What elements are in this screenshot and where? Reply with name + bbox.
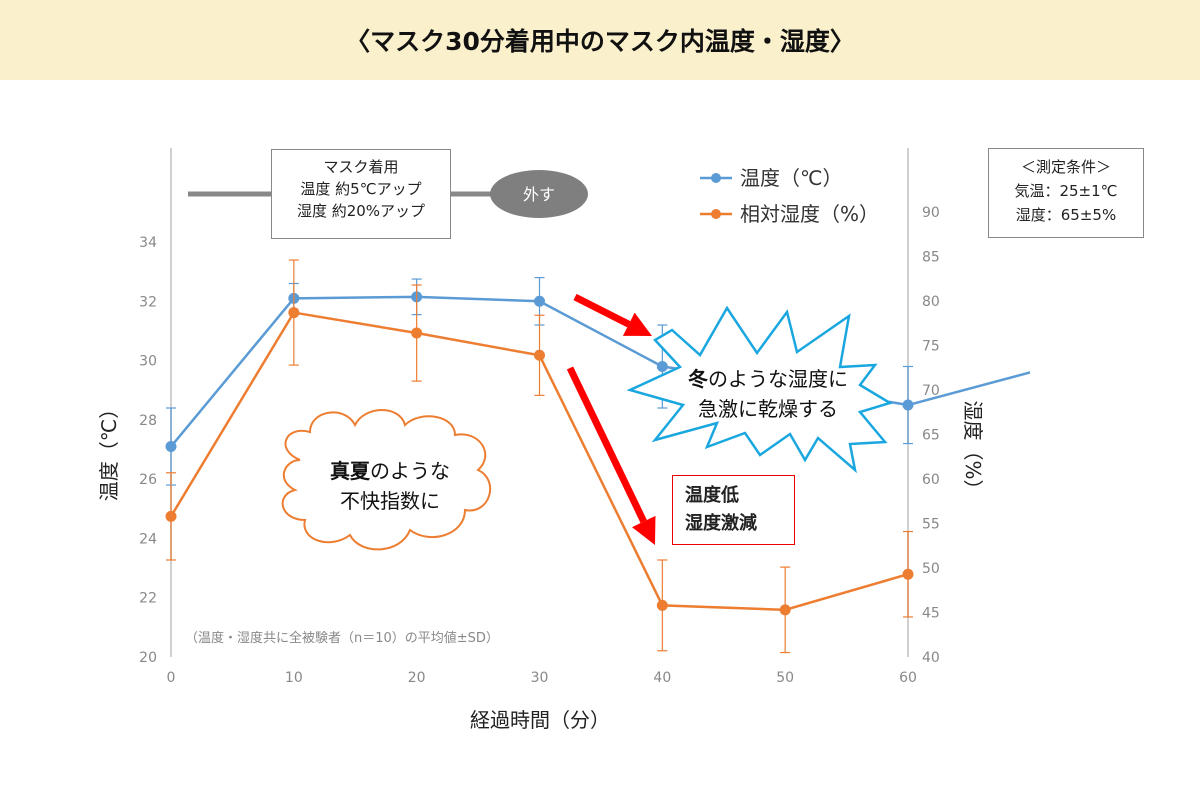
- red-arrow-temp: [573, 293, 631, 328]
- burst-line2: 急激に乾燥する: [698, 397, 838, 421]
- page-title: 〈マスク30分着用中のマスク内温度・湿度〉: [345, 27, 855, 56]
- x-tick-label: 30: [531, 670, 549, 686]
- y-left-tick-label: 26: [139, 472, 157, 488]
- wearing-humidity: 湿度 約20%アップ: [296, 202, 426, 220]
- wearing-box: マスク着用 温度 約5℃アップ 湿度 約20%アップ: [271, 149, 451, 239]
- conditions-humidity: 湿度：65±5%: [1015, 206, 1117, 224]
- y-right-tick-label: 70: [922, 383, 940, 399]
- red-arrow-humidity-head: [632, 515, 656, 545]
- y-left-tick-label: 22: [139, 591, 157, 607]
- burst-line1: 冬のような湿度に: [688, 367, 848, 391]
- y-right-tick-label: 75: [922, 339, 940, 355]
- y-left-tick-label: 30: [139, 354, 157, 370]
- x-axis-label: 経過時間（分）: [470, 708, 610, 732]
- y-right-tick-label: 80: [922, 294, 940, 310]
- data-point: [656, 361, 668, 372]
- conditions-box: ＜測定条件＞ 気温：25±1℃ 湿度：65±5%: [988, 148, 1144, 238]
- data-point: [656, 599, 668, 611]
- y-left-tick-label: 20: [139, 650, 157, 666]
- series-extension: [907, 371, 1031, 407]
- legend-marker: [711, 173, 721, 183]
- data-point: [534, 349, 545, 361]
- y-right-tick-label: 60: [922, 472, 940, 488]
- y-right-axis-label: 湿度（%）: [961, 400, 985, 499]
- data-point: [165, 441, 177, 453]
- x-tick-label: 0: [167, 670, 176, 686]
- remove-label: 外す: [523, 185, 555, 204]
- data-point: [779, 604, 791, 616]
- y-right-tick-label: 90: [922, 205, 940, 221]
- data-point: [534, 295, 545, 307]
- x-tick-label: 20: [408, 670, 426, 686]
- title-banner: 〈マスク30分着用中のマスク内温度・湿度〉: [0, 0, 1200, 80]
- legend-label: 温度（℃）: [740, 166, 842, 190]
- y-right-tick-label: 45: [922, 606, 940, 622]
- y-left-tick-label: 24: [139, 531, 157, 547]
- y-right-tick-label: 40: [922, 650, 940, 666]
- legend-marker: [711, 209, 721, 219]
- legend-label: 相対湿度（%）: [740, 202, 879, 226]
- cloud-line1: 真夏のような: [330, 459, 450, 483]
- y-right-tick-label: 50: [922, 561, 940, 577]
- burst-shape: [626, 305, 894, 474]
- y-left-tick-label: 34: [139, 235, 157, 251]
- red-arrow-temp-head: [622, 312, 652, 336]
- red-arrow-humidity: [566, 366, 647, 524]
- data-point: [411, 327, 423, 339]
- y-left-axis-label: 温度（℃）: [97, 399, 121, 501]
- conditions-title: ＜測定条件＞: [1020, 158, 1111, 176]
- remove-ellipse: [490, 170, 588, 218]
- data-point: [288, 307, 300, 319]
- y-right-tick-label: 85: [922, 250, 940, 266]
- x-tick-label: 40: [653, 670, 671, 686]
- y-left-tick-label: 32: [139, 294, 157, 310]
- wearing-temp: 温度 約5℃アップ: [300, 180, 422, 198]
- data-point: [902, 399, 914, 411]
- x-tick-label: 10: [285, 670, 303, 686]
- y-right-tick-label: 55: [922, 517, 940, 533]
- y-left-tick-label: 28: [139, 413, 157, 429]
- data-point: [902, 568, 914, 580]
- y-right-tick-label: 65: [922, 428, 940, 444]
- cloud-shape: [281, 409, 492, 551]
- note-text: （温度・湿度共に全被験者（n＝10）の平均値±SD）: [185, 630, 499, 646]
- drop-line1: 温度低: [685, 485, 739, 506]
- data-point: [165, 510, 177, 522]
- x-tick-label: 50: [776, 670, 794, 686]
- cloud-line2: 不快指数に: [340, 489, 440, 513]
- drop-line2: 湿度激減: [685, 513, 757, 534]
- wearing-title: マスク着用: [323, 158, 399, 176]
- x-tick-label: 60: [899, 670, 917, 686]
- conditions-temp: 気温：25±1℃: [1014, 182, 1118, 200]
- drop-box: 温度低 湿度激減: [672, 475, 795, 545]
